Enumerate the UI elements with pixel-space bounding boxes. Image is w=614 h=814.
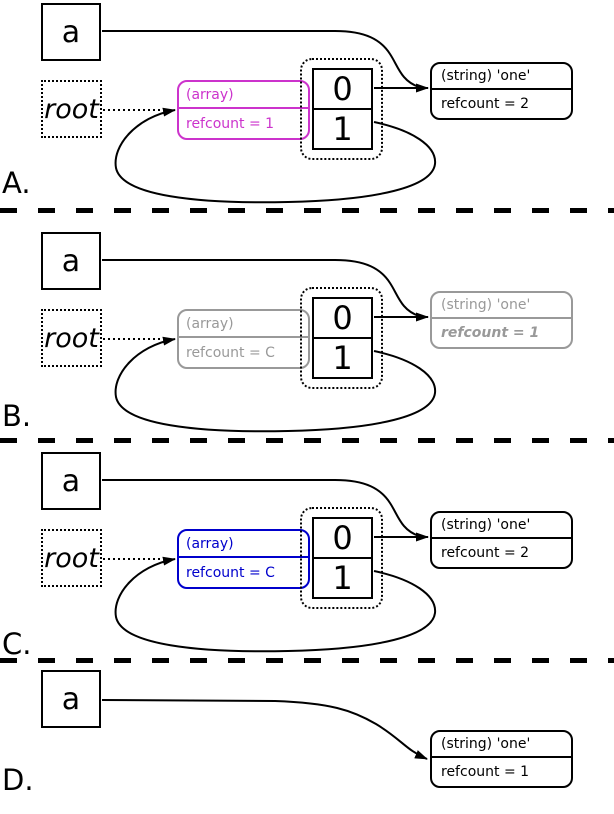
panel-separator (0, 658, 614, 663)
string-node: (string) 'one' refcount = 1 (430, 730, 573, 788)
string-type-label: (string) 'one' (432, 732, 571, 758)
panel-b-arrows (102, 259, 437, 433)
arrow-cell1-cycle-to-array (114, 556, 437, 653)
array-cells: 0 1 (312, 68, 373, 150)
panel-label: D. (2, 763, 34, 797)
panel-a-arrows (102, 30, 437, 204)
array-cell-1: 1 (332, 110, 353, 148)
array-type-label: (array) (179, 311, 308, 338)
root-box: root (41, 529, 102, 587)
string-refcount-label: refcount = 1 (441, 325, 540, 341)
arrow-a-to-string (102, 259, 420, 317)
variable-box: a (41, 232, 101, 290)
variable-box: a (41, 452, 101, 510)
panel-c: a root (array) refcount = C 0 1 (string)… (0, 443, 614, 661)
array-node-grayed: (array) refcount = C (177, 309, 310, 369)
array-node: (array) refcount = 1 (177, 80, 310, 140)
array-type-label: (array) (179, 531, 308, 558)
string-node: (string) 'one' refcount = 2 (430, 62, 573, 120)
string-node: (string) 'one' refcount = 2 (430, 511, 573, 569)
variable-label: a (61, 463, 81, 499)
root-box: root (41, 309, 102, 367)
panel-separator (0, 438, 614, 443)
array-refcount-label: refcount = C (186, 564, 275, 581)
root-label: root (44, 322, 99, 354)
variable-box: a (41, 670, 101, 728)
panel-b: a root (array) refcount = C 0 1 (string)… (0, 213, 614, 438)
array-cell-0: 0 (314, 299, 371, 339)
array-cells: 0 1 (312, 297, 373, 379)
panel-label: A. (2, 166, 31, 200)
root-label: root (44, 93, 99, 125)
panel-d: a (string) 'one' refcount = 1 D. (0, 663, 614, 814)
string-node-grayed: (string) 'one' refcount = 1 (430, 291, 573, 349)
variable-box: a (41, 3, 101, 61)
string-refcount-label: refcount = 1 (441, 764, 530, 780)
panel-d-arrows (101, 699, 428, 760)
array-cell-1: 1 (332, 559, 353, 597)
string-type-label: (string) 'one' (432, 293, 571, 319)
arrow-cell1-cycle-to-array (114, 107, 437, 204)
array-cell-1: 1 (332, 339, 353, 377)
root-label: root (44, 542, 99, 574)
string-refcount-label: refcount = 2 (441, 545, 530, 561)
root-box: root (41, 80, 102, 138)
arrow-cell1-cycle-to-array (114, 336, 437, 433)
arrow-a-to-string (101, 699, 428, 760)
array-type-label: (array) (179, 82, 308, 109)
panel-label: B. (2, 399, 32, 433)
string-refcount-label: refcount = 2 (441, 96, 530, 112)
arrow-a-to-string (102, 479, 420, 537)
panel-a: a root (array) refcount = 1 0 1 (string)… (0, 0, 614, 208)
arrow-a-to-string (102, 30, 420, 88)
array-node-blue: (array) refcount = C (177, 529, 310, 589)
array-cells-outline (300, 58, 383, 160)
variable-label: a (61, 243, 81, 279)
array-cell-0: 0 (314, 519, 371, 559)
panel-label: C. (2, 627, 32, 661)
string-type-label: (string) 'one' (432, 64, 571, 90)
array-refcount-label: refcount = C (186, 344, 275, 361)
panel-c-arrows (102, 479, 437, 653)
array-cell-0: 0 (314, 70, 371, 110)
string-type-label: (string) 'one' (432, 513, 571, 539)
variable-label: a (61, 14, 81, 50)
panel-separator (0, 208, 614, 213)
array-cells-outline (300, 287, 383, 389)
array-cells-outline (300, 507, 383, 609)
array-cells: 0 1 (312, 517, 373, 599)
array-refcount-label: refcount = 1 (186, 115, 275, 132)
variable-label: a (61, 681, 81, 717)
